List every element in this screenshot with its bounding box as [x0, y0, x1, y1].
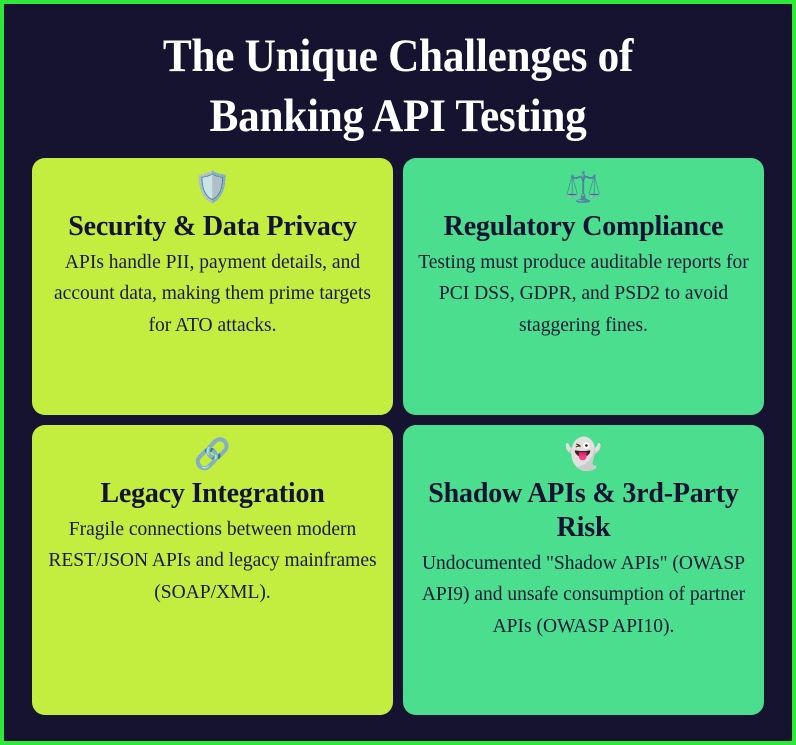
challenge-card-body: APIs handle PII, payment details, and ac… — [54, 251, 371, 337]
challenge-card-security: 🛡️ Security & Data Privacy APIs handle P… — [32, 158, 393, 416]
challenge-card-title: Legacy Integration — [100, 478, 325, 510]
challenge-card-shadow-apis: 👻 Shadow APIs & 3rd-Party Risk Undocumen… — [403, 425, 764, 715]
challenge-card-legacy: 🔗 Legacy Integration Fragile connections… — [32, 425, 393, 715]
challenge-card-grid: 🛡️ Security & Data Privacy APIs handle P… — [4, 158, 792, 741]
page-title: The Unique Challenges of Banking API Tes… — [4, 4, 792, 158]
challenge-card-title: Regulatory Compliance — [443, 211, 724, 243]
shield-icon: 🛡️ — [193, 170, 232, 206]
ghost-icon: 👻 — [564, 437, 603, 473]
challenge-card-regulatory: ⚖️ Regulatory Compliance Testing must pr… — [403, 158, 764, 416]
challenge-card-title: Security & Data Privacy — [68, 211, 357, 243]
page-title-line-2: Banking API Testing — [209, 90, 587, 143]
balance-scale-icon: ⚖️ — [564, 170, 603, 206]
challenge-card-body: Undocumented "Shadow APIs" (OWASP API9) … — [421, 552, 746, 637]
page-title-line-1: The Unique Challenges of — [162, 30, 634, 82]
challenge-card-title: Shadow APIs & 3rd-Party Risk — [428, 478, 739, 543]
link-chain-icon: 🔗 — [193, 437, 232, 473]
challenge-card-body: Fragile connections between modern REST/… — [48, 518, 377, 604]
challenge-card-body: Testing must produce auditable reports f… — [418, 251, 749, 337]
